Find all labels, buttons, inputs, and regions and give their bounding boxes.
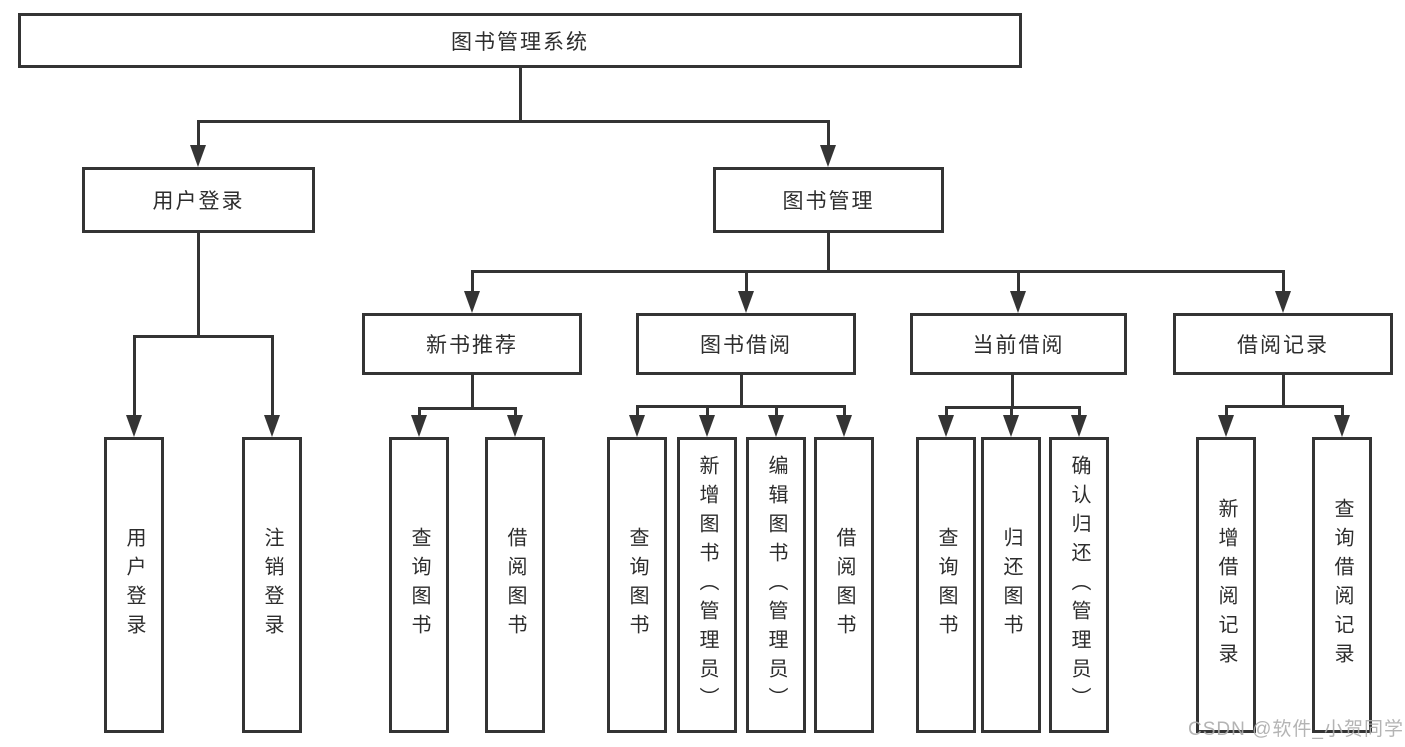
connector-line [1282, 270, 1285, 293]
node-user-login-action: 用户登录 [104, 437, 164, 733]
node-add-books-admin-label: 新增图书（管理员） [696, 454, 718, 716]
connector-line [133, 335, 274, 338]
node-borrowing-query-books-label: 查询图书 [626, 527, 648, 643]
node-borrowing-query-books: 查询图书 [607, 437, 667, 733]
node-recommend-borrow-books: 借阅图书 [485, 437, 545, 733]
node-recommend-query-books: 查询图书 [389, 437, 449, 733]
node-user-login-label: 用户登录 [152, 190, 245, 213]
connector-line [740, 375, 743, 405]
connector-line [418, 407, 421, 419]
arrowhead-down-icon [507, 415, 523, 437]
node-logout-action-label: 注销登录 [261, 527, 283, 643]
node-return-books: 归还图书 [981, 437, 1041, 733]
node-borrowing-borrow-books-label: 借阅图书 [833, 527, 855, 643]
connector-line [1341, 405, 1344, 419]
connector-line [843, 405, 846, 419]
arrowhead-down-icon [1218, 415, 1234, 437]
connector-line [514, 407, 517, 419]
node-current-query-books-label: 查询图书 [935, 527, 957, 643]
node-query-borrow-record-label: 查询借阅记录 [1331, 498, 1353, 672]
arrowhead-down-icon [411, 415, 427, 437]
connector-line [775, 405, 778, 419]
connector-line [827, 233, 830, 270]
connector-line [471, 270, 474, 293]
node-query-borrow-record: 查询借阅记录 [1312, 437, 1372, 733]
arrowhead-down-icon [1003, 415, 1019, 437]
connector-line [1017, 270, 1020, 293]
node-add-borrow-record-label: 新增借阅记录 [1215, 498, 1237, 672]
arrowhead-down-icon [738, 291, 754, 313]
node-user-login: 用户登录 [82, 167, 315, 233]
node-current-query-books: 查询图书 [916, 437, 976, 733]
arrowhead-down-icon [264, 415, 280, 437]
arrowhead-down-icon [190, 145, 206, 167]
connector-line [418, 407, 517, 410]
connector-line [1225, 405, 1228, 419]
node-logout-action: 注销登录 [242, 437, 302, 733]
connector-line [636, 405, 639, 419]
arrowhead-down-icon [1010, 291, 1026, 313]
node-book-management: 图书管理 [713, 167, 944, 233]
node-current-borrowing-label: 当前借阅 [972, 334, 1065, 357]
connector-line [1225, 405, 1344, 408]
connector-line [1010, 406, 1013, 419]
connector-line [197, 120, 200, 149]
node-user-login-action-label: 用户登录 [123, 527, 145, 643]
connector-line [636, 405, 846, 408]
node-add-books-admin: 新增图书（管理员） [677, 437, 737, 733]
node-library-system-label: 图书管理系统 [451, 30, 589, 54]
node-confirm-return-admin-label: 确认归还（管理员） [1068, 454, 1090, 716]
arrowhead-down-icon [768, 415, 784, 437]
node-recommend-query-books-label: 查询图书 [408, 527, 430, 643]
connector-line [745, 270, 748, 293]
connector-line [133, 335, 136, 417]
connector-line [1011, 375, 1014, 406]
arrowhead-down-icon [126, 415, 142, 437]
node-new-book-recommendation-label: 新书推荐 [426, 334, 518, 357]
node-confirm-return-admin: 确认归还（管理员） [1049, 437, 1109, 733]
connector-line [471, 375, 474, 407]
node-new-book-recommendation: 新书推荐 [362, 313, 582, 375]
node-borrowing-records: 借阅记录 [1173, 313, 1393, 375]
node-book-borrowing: 图书借阅 [636, 313, 856, 375]
node-recommend-borrow-books-label: 借阅图书 [504, 527, 526, 643]
arrowhead-down-icon [464, 291, 480, 313]
connector-line [271, 335, 274, 417]
connector-line [827, 120, 830, 149]
arrowhead-down-icon [699, 415, 715, 437]
arrowhead-down-icon [629, 415, 645, 437]
arrowhead-down-icon [1275, 291, 1291, 313]
node-borrowing-borrow-books: 借阅图书 [814, 437, 874, 733]
connector-line [945, 406, 948, 419]
node-edit-books-admin: 编辑图书（管理员） [746, 437, 806, 733]
node-add-borrow-record: 新增借阅记录 [1196, 437, 1256, 733]
node-return-books-label: 归还图书 [1000, 527, 1022, 643]
arrowhead-down-icon [938, 415, 954, 437]
node-current-borrowing: 当前借阅 [910, 313, 1127, 375]
node-book-borrowing-label: 图书借阅 [700, 334, 792, 357]
connector-line [706, 405, 709, 419]
connector-line [197, 233, 200, 335]
node-book-management-label: 图书管理 [782, 190, 875, 213]
arrowhead-down-icon [820, 145, 836, 167]
connector-line [1282, 375, 1285, 405]
arrowhead-down-icon [836, 415, 852, 437]
connector-line [519, 68, 522, 120]
node-borrowing-records-label: 借阅记录 [1237, 334, 1329, 357]
node-library-system: 图书管理系统 [18, 13, 1022, 68]
watermark-text: CSDN @软件_小贺同学 [1188, 719, 1404, 740]
connector-line [471, 270, 1285, 273]
arrowhead-down-icon [1334, 415, 1350, 437]
connector-line [197, 120, 830, 123]
connector-line [1078, 406, 1081, 419]
connector-line [945, 406, 1081, 409]
arrowhead-down-icon [1071, 415, 1087, 437]
node-edit-books-admin-label: 编辑图书（管理员） [765, 454, 787, 716]
